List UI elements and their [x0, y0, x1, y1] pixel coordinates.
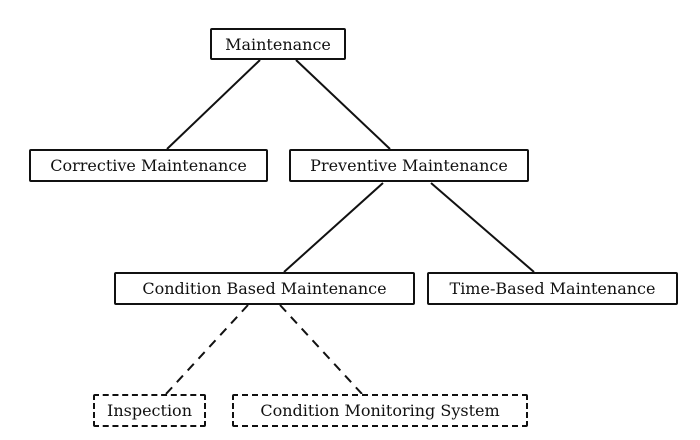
edge-preventive-time-based: [430, 182, 535, 273]
node-condition-monitoring-system: Condition Monitoring System: [232, 394, 528, 427]
edge-preventive-condition-based: [283, 182, 384, 273]
node-maintenance: Maintenance: [210, 28, 346, 60]
edge-maintenance-preventive: [295, 59, 391, 150]
edge-condition-based-inspection: [165, 304, 249, 395]
node-preventive-maintenance: Preventive Maintenance: [289, 149, 529, 182]
edge-maintenance-corrective: [166, 59, 261, 150]
edge-condition-based-monitoring: [279, 304, 363, 395]
node-corrective-maintenance: Corrective Maintenance: [29, 149, 268, 182]
node-time-based-maintenance: Time-Based Maintenance: [427, 272, 678, 305]
node-inspection: Inspection: [93, 394, 206, 427]
node-condition-based-maintenance: Condition Based Maintenance: [114, 272, 415, 305]
